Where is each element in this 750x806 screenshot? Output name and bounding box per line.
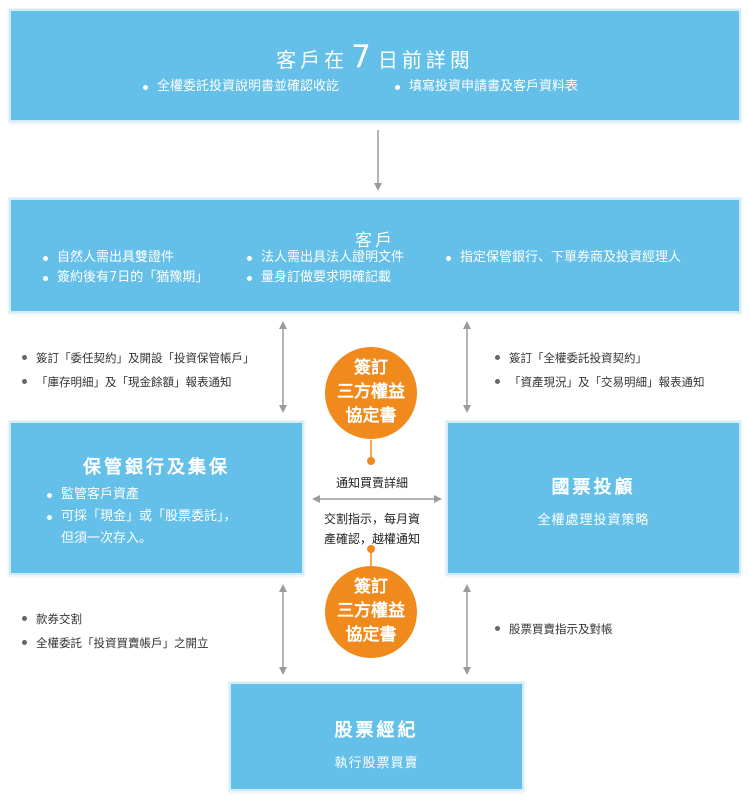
mid-label-notify: 通知買賣詳細 xyxy=(335,476,408,490)
agreement-circle-upper: 簽訂 三方權益 協定書 xyxy=(325,347,417,439)
mid-label-line1: 交割指示，每月資 xyxy=(323,512,420,526)
advisor-box-subtitle: 全權處理投資策略 xyxy=(537,513,650,528)
custody-bullet-3-continuation: 但須一次存入。 xyxy=(61,531,153,546)
left-upper-note-2: 「庫存明細」及「現金餘額」報表通知 xyxy=(22,375,232,389)
client-bullet-1: 自然人需出具雙證件 xyxy=(43,250,174,266)
bullet-dot xyxy=(143,85,148,90)
mid-label-line2: 產確認，越權通知 xyxy=(323,532,420,546)
top-title-number: 7 xyxy=(351,39,375,75)
bullet-dot xyxy=(47,515,52,520)
note-dot xyxy=(22,640,27,645)
left-lower-note-1: 款券交割 xyxy=(22,612,82,626)
right-lower-note-1: 股票買賣指示及對帳 xyxy=(495,622,613,636)
client-bullet-5: 指定保管銀行、下單券商及投資經理人 xyxy=(446,250,681,266)
right-upper-note-1: 簽訂「全權委託投資契約」 xyxy=(495,351,647,365)
note-dot xyxy=(22,355,27,360)
bullet-dot xyxy=(395,85,400,90)
advisor-box: 國票投顧 全權處理投資策略 xyxy=(446,421,741,575)
bullet-dot xyxy=(47,493,52,498)
broker-box-title: 股票經紀 xyxy=(334,720,419,741)
right-upper-note-2: 「資產現況」及「交易明細」報表通知 xyxy=(495,375,705,389)
bullet-dot xyxy=(43,276,48,281)
custody-bullet-1: 監管客戶資產 xyxy=(47,487,139,503)
bullet-dot xyxy=(43,256,48,261)
agreement-circle-lower: 簽訂 三方權益 協定書 xyxy=(325,566,417,658)
note-dot xyxy=(22,616,27,621)
bullet-dot xyxy=(247,256,252,261)
bullet-dot xyxy=(446,256,451,261)
client-bullet-4: 量身訂做要求明確記載 xyxy=(247,270,391,286)
circle-connector-dot-upper xyxy=(367,457,375,465)
top-title-prefix: 客戶在 xyxy=(276,48,349,72)
custody-box-title: 保管銀行及集保 xyxy=(83,457,230,478)
bullet-dot xyxy=(247,276,252,281)
note-dot xyxy=(495,379,500,384)
top-bullet-1: 全權委託投資說明書並確認收訖 xyxy=(143,79,339,95)
note-dot xyxy=(22,379,27,384)
left-lower-note-2: 全權委託「投資買賣帳戶」之開立 xyxy=(22,636,209,650)
client-bullet-3: 法人需出具法人證明文件 xyxy=(247,250,404,266)
circle-connector-dot-lower xyxy=(367,545,375,553)
custody-bullet-2: 可採「現金」或「股票委託」， xyxy=(47,509,237,525)
note-dot xyxy=(495,355,500,360)
client-box: 客戶 自然人需出具雙證件 簽約後有7日的「猶豫期」 法人需出具法人證明文件 量身… xyxy=(9,198,741,313)
advisor-box-title: 國票投顧 xyxy=(551,477,636,498)
top-title-suffix: 日前詳閱 xyxy=(377,48,474,72)
broker-box: 股票經紀 執行股票買賣 xyxy=(229,682,524,791)
broker-box-subtitle: 執行股票買賣 xyxy=(334,756,419,771)
client-bullet-2: 簽約後有7日的「猶豫期」 xyxy=(43,270,208,286)
left-upper-note-1: 簽訂「委任契約」及開設「投資保管帳戶」 xyxy=(22,351,255,365)
note-dot xyxy=(495,626,500,631)
top-bullet-2: 填寫投資申請書及客戶資料表 xyxy=(395,79,578,95)
client-box-title: 客戶 xyxy=(355,231,395,251)
custody-box: 保管銀行及集保 監管客戶資產 可採「現金」或「股票委託」， 但須一次存入。 xyxy=(9,421,304,575)
